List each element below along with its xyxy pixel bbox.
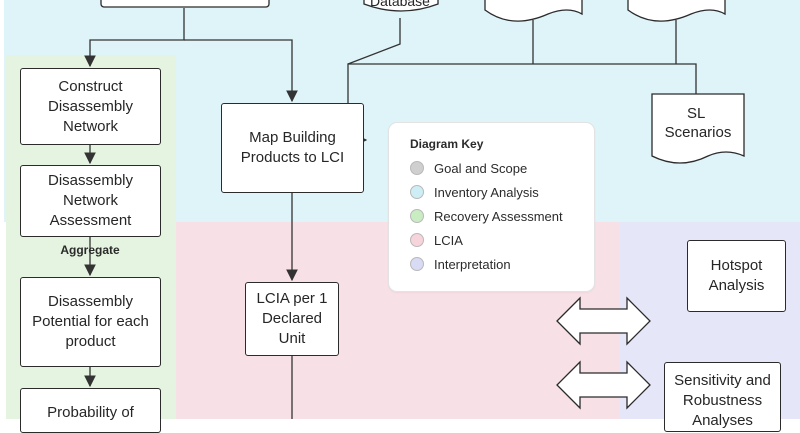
key-item-label: Goal and Scope [434,160,528,176]
construct-disassembly-network-label: Construct Disassembly Network [47,77,134,135]
connector-layer: Database SL Scenarios [84,0,745,419]
key-item-lcia: LCIA [410,231,463,249]
sensitivity-analyses-label: Sensitivity and Robustness Analyses [674,372,771,429]
connector [184,39,298,103]
top-process-box [100,0,270,8]
key-item-label: Inventory Analysis [434,184,539,200]
double-arrow [556,360,651,410]
document-shape [484,0,583,22]
disassembly-potential-label: Disassembly Potential for each product [32,293,149,350]
map-building-products-box: Map Building Products to LCI [221,103,364,193]
lcia-per-unit-box: LCIA per 1 Declared Unit [245,282,339,356]
hotspot-analysis-label: Hotspot Analysis [708,257,765,294]
document-shape [627,0,726,22]
key-item-inventory-analysis: Inventory Analysis [410,183,539,201]
connector [347,18,401,65]
hotspot-analysis-box: Hotspot Analysis [687,240,786,312]
sensitivity-analyses-box: Sensitivity and Robustness Analyses [664,362,781,432]
key-item-interpretation: Interpretation [410,255,511,273]
goal-and-scope-swatch [410,161,424,175]
sl-scenarios-document [651,93,745,164]
diagram-key: Diagram Key Goal and Scope Inventory Ana… [389,123,594,291]
lcia-swatch [410,233,424,247]
key-item-label: Interpretation [434,256,511,272]
diagram-canvas: Database SL Scenarios Construct Disas [4,0,800,433]
database-label: Database [370,0,430,9]
key-item-recovery-assessment: Recovery Assessment [410,207,563,225]
diagram-key-title: Diagram Key [410,137,484,151]
probability-box: Probability of [20,388,161,433]
lcia-per-unit-label: LCIA per 1 Declared Unit [256,290,328,347]
disassembly-potential-box: Disassembly Potential for each product [20,277,161,367]
database-cylinder [363,0,439,12]
recovery-assessment-swatch [410,209,424,223]
inventory-analysis-swatch [410,185,424,199]
key-item-label: Recovery Assessment [434,208,563,224]
interpretation-swatch [410,257,424,271]
connector [347,63,697,120]
construct-disassembly-network-box: Construct Disassembly Network [20,68,161,145]
sl-scenarios-label: SL Scenarios [665,105,732,141]
aggregate-edge-label: Aggregate [60,243,120,257]
double-arrow [556,296,651,346]
connector [84,8,185,68]
key-item-label: LCIA [434,232,463,248]
probability-label: Probability of [47,404,134,421]
disassembly-network-assessment-label: Disassembly Network Assessment [47,172,134,229]
disassembly-network-assessment-box: Disassembly Network Assessment [20,165,161,237]
key-item-goal-and-scope: Goal and Scope [410,159,527,177]
map-building-products-label: Map Building Products to LCI [240,129,345,166]
